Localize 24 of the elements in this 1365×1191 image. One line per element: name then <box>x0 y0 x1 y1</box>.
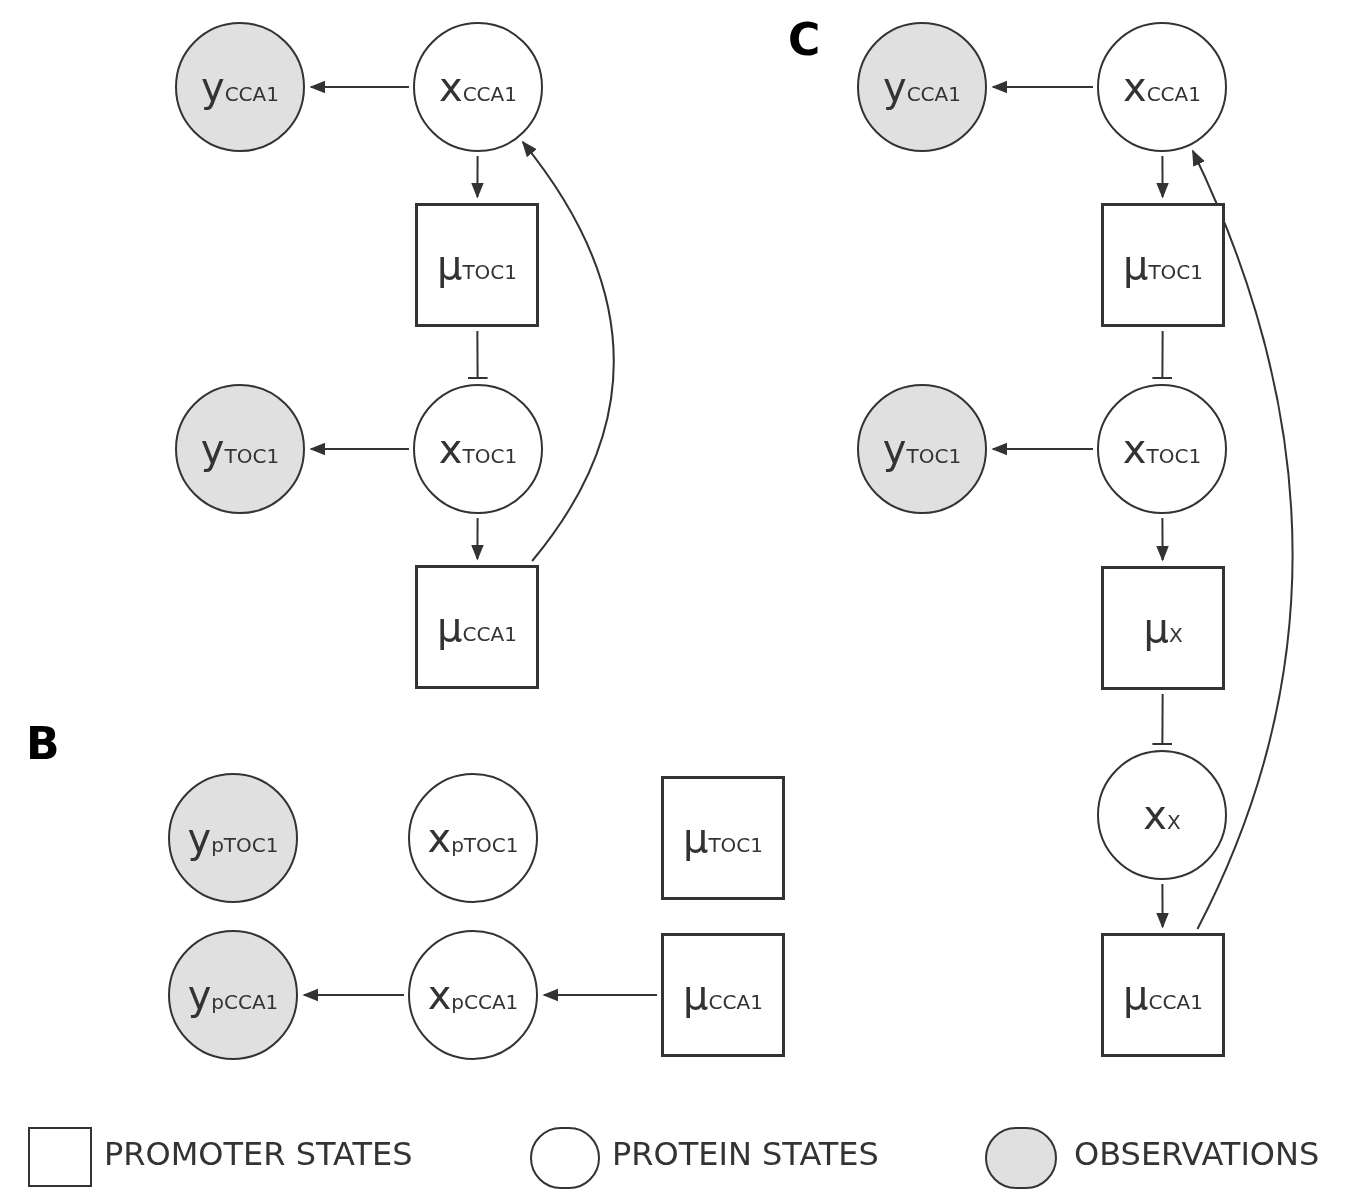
arrow <box>309 80 410 94</box>
arrow <box>521 140 615 562</box>
arrow <box>991 80 1094 94</box>
promoter-state-box <box>1101 566 1225 690</box>
arrow <box>471 517 484 561</box>
legend-label: OBSERVATIONS <box>1074 1138 1320 1170</box>
arrow <box>991 442 1094 456</box>
promoter-state-box <box>661 933 785 1057</box>
arrow <box>542 988 658 1002</box>
arrow <box>1156 883 1169 929</box>
arrow <box>1156 155 1169 199</box>
promoter-state-box <box>1101 203 1225 327</box>
arrow <box>309 442 410 456</box>
arrow <box>302 988 405 1002</box>
legend-label: PROTEIN STATES <box>612 1138 879 1170</box>
promoter-state-box <box>415 203 539 327</box>
promoter-state-box <box>1101 933 1225 1057</box>
promoter-state-box <box>661 776 785 900</box>
arrow <box>471 155 484 199</box>
legend-label: PROMOTER STATES <box>104 1138 413 1170</box>
promoter-state-box <box>415 565 539 689</box>
panel-label: C <box>788 18 821 62</box>
panel-label: B <box>26 722 60 766</box>
arrow <box>1156 517 1169 562</box>
